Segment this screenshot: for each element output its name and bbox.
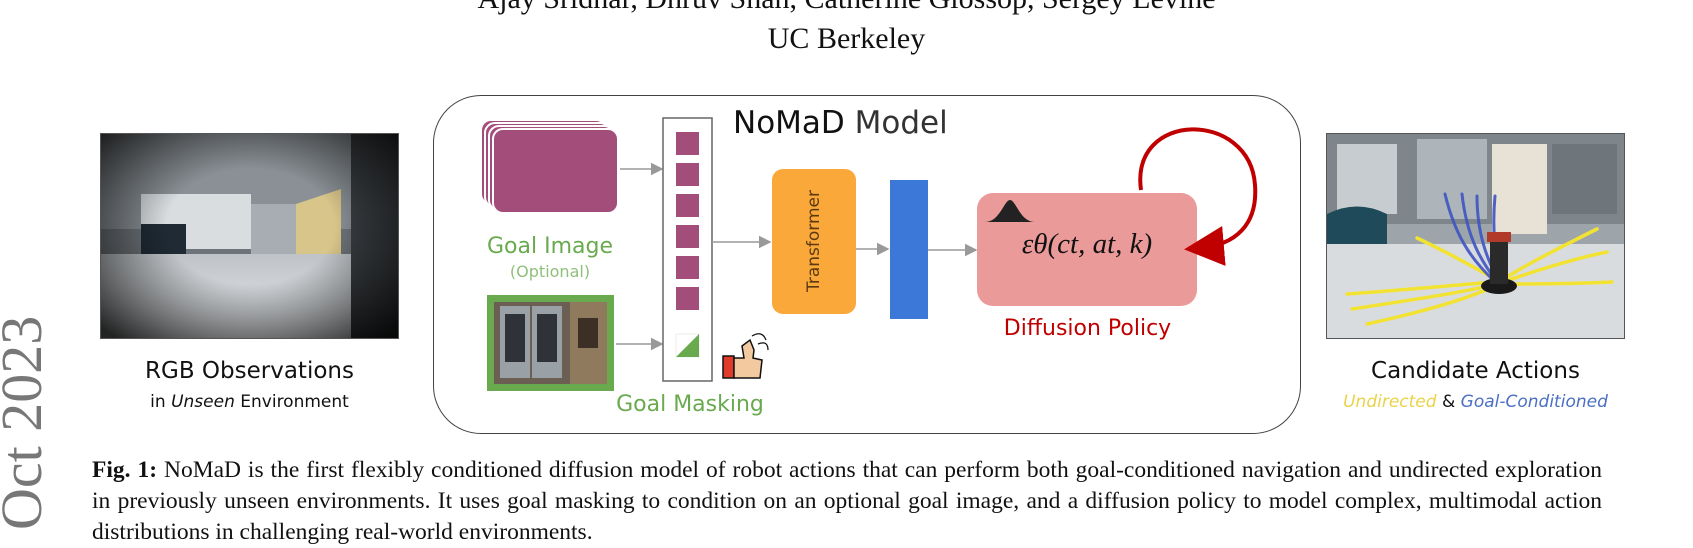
thumbs-up-icon	[722, 333, 769, 379]
context-vector-bar	[890, 180, 928, 319]
diffusion-policy-box	[977, 193, 1197, 306]
goal-masking-label: Goal Masking	[616, 392, 764, 417]
amp-separator: &	[1436, 392, 1461, 412]
rgb-observations-title: RGB Observations	[145, 358, 354, 384]
gaussian-icon	[985, 200, 1035, 222]
goal-optional-label: (Optional)	[509, 262, 591, 281]
transformer-block	[772, 169, 856, 314]
rgb-observations-subtitle: in Unseen Environment	[100, 392, 399, 412]
transformer-label: Transformer	[804, 189, 824, 293]
denoising-loop-arrow	[1138, 127, 1258, 266]
diffusion-policy-label: Diffusion Policy	[1003, 316, 1172, 341]
goal-image-stack	[480, 119, 619, 214]
model-title-bold: NoMaD	[733, 105, 845, 141]
transformer-label-container: Transformer	[772, 169, 856, 314]
subtitle-suffix: Environment	[234, 392, 349, 412]
figure-label: Fig. 1:	[92, 457, 158, 483]
candidate-actions-subtitle: Undirected & Goal-Conditioned	[1326, 392, 1625, 412]
undirected-label: Undirected	[1343, 392, 1437, 412]
figure-caption-text: NoMaD is the first flexibly conditioned …	[92, 457, 1602, 545]
goal-conditioned-label: Goal-Conditioned	[1460, 392, 1608, 412]
model-title-rest: Model	[844, 105, 948, 141]
nomad-model-box	[433, 95, 1301, 434]
goal-image-label: Goal Image	[487, 234, 613, 259]
goal-photo	[487, 295, 614, 391]
candidate-actions-title: Candidate Actions	[1371, 358, 1580, 384]
diffusion-formula: εθ(ct, at, k)	[1021, 228, 1153, 260]
affiliation: UC Berkeley	[767, 22, 926, 55]
token-column	[662, 117, 713, 382]
rgb-observation-image	[100, 133, 399, 339]
candidate-actions-image	[1326, 133, 1625, 339]
model-title: NoMaD Model	[733, 105, 983, 141]
model-diagram	[480, 117, 1258, 391]
candidate-actions-drawing	[1327, 134, 1624, 338]
figure-caption: Fig. 1: NoMaD is the first flexibly cond…	[92, 455, 1602, 548]
observation-photo-drawing	[101, 134, 398, 338]
subtitle-prefix: in	[150, 392, 172, 412]
subtitle-emphasis: Unseen	[171, 392, 235, 412]
author-list: Ajay Sridhar, Dhruv Shah, Catherine Glos…	[0, 0, 1693, 16]
